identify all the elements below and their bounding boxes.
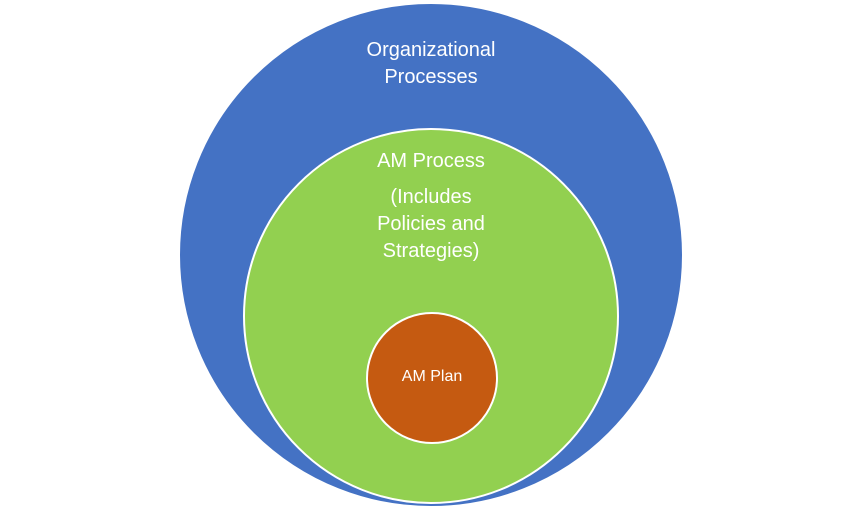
am-process-title: AM Process bbox=[377, 150, 485, 172]
organizational-processes-label: Organizational Processes bbox=[331, 37, 531, 91]
am-plan-circle bbox=[366, 312, 498, 444]
am-process-sub-line2: Policies and bbox=[377, 213, 485, 235]
am-process-sub-line3: Strategies) bbox=[382, 240, 480, 262]
organizational-processes-line2: Processes bbox=[384, 66, 478, 88]
am-plan-label: AM Plan bbox=[401, 368, 463, 385]
am-process-sub-line1: (Includes bbox=[390, 186, 472, 208]
am-process-subtitle: (Includes Policies and Strategies) bbox=[331, 184, 531, 265]
organizational-processes-line1: Organizational bbox=[366, 39, 496, 61]
